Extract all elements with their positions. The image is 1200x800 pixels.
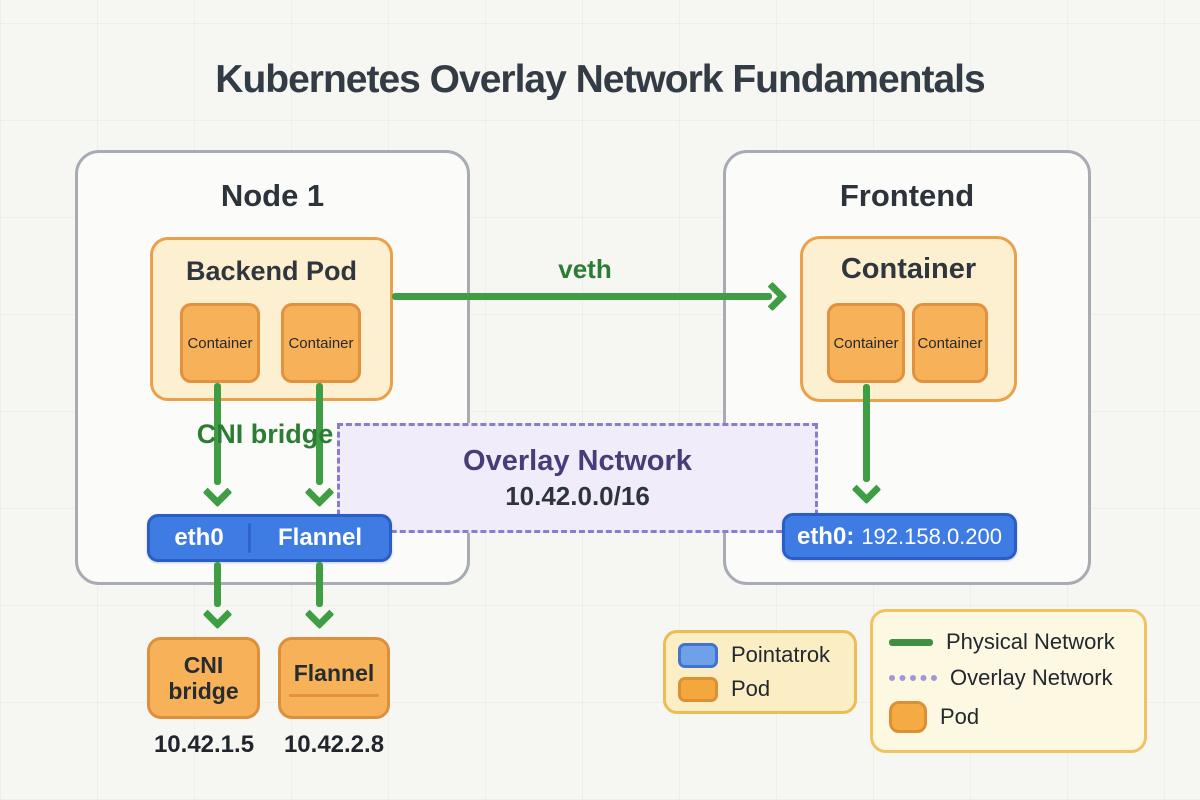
blue-swatch-icon <box>678 642 718 668</box>
cni-bridge-label: CNI bridge <box>196 419 334 449</box>
backend-container-2: Container <box>281 303 361 383</box>
host-arrowhead-2 <box>304 599 335 630</box>
backend-container-1-label: Container <box>187 334 253 352</box>
legend-pod-right-label: Pod <box>940 704 980 729</box>
frontend-arrow-line <box>863 384 870 482</box>
frontend-ip-label: 192.158.0.200 <box>861 523 1003 549</box>
cni-bridge-ip: 10.42.1.5 <box>153 731 255 758</box>
flannel-box-label: Flannel <box>293 659 375 686</box>
flannel-box-divider <box>289 693 379 697</box>
backend-pod-label: Backend Pod <box>185 256 358 286</box>
host-arrowhead-1 <box>202 599 233 630</box>
flannel-ip: 10.42.2.8 <box>283 731 385 758</box>
orange-pod-swatch-icon <box>889 701 927 733</box>
overlay-network-cidr: 10.42.0.0/16 <box>505 480 650 511</box>
flannel-interface-label: Flannel <box>277 524 362 551</box>
frontend-eth0-label: eth0: <box>796 522 855 550</box>
legend-item-pointatrok: Pointatrok <box>678 642 842 668</box>
backend-container-1: Container <box>180 303 260 383</box>
frontend-pod-label: Container <box>840 253 977 285</box>
legend-overlay-network-label: Overlay Network <box>950 665 1113 690</box>
node1-label: Node 1 <box>220 178 325 213</box>
interface-divider <box>248 523 251 553</box>
legend-physical-network-label: Physical Network <box>946 629 1115 654</box>
legend-left-box: Pointatrok Pod <box>663 630 857 714</box>
backend-container-2-label: Container <box>288 334 354 352</box>
legend-item-pod-left: Pod <box>678 676 842 702</box>
legend-item-physical-network: Physical Network <box>889 629 1128 655</box>
frontend-container-2: Container <box>912 303 988 383</box>
green-line-swatch-icon <box>889 638 933 646</box>
frontend-container-1-label: Container <box>833 334 899 352</box>
overlay-network-label: Overlay Nctwork <box>463 444 692 477</box>
legend-pod-left-label: Pod <box>731 676 771 701</box>
frontend-label: Frontend <box>839 178 975 213</box>
cni-bridge-box: CNI bridge <box>147 637 260 719</box>
host-arrow-line-2 <box>316 562 323 607</box>
legend-item-overlay-network: Overlay Network <box>889 665 1128 691</box>
legend-pointatrok-label: Pointatrok <box>731 642 831 667</box>
eth0-label: eth0 <box>174 524 224 551</box>
cni-arrow-line-1 <box>214 383 221 485</box>
host-arrow-line-1 <box>214 562 221 607</box>
dotted-line-swatch-icon <box>889 675 937 681</box>
frontend-interface-box: eth0: 192.158.0.200 <box>782 513 1017 560</box>
veth-arrow-line <box>392 293 772 300</box>
frontend-container-1: Container <box>827 303 905 383</box>
legend-item-pod-right: Pod <box>889 701 1128 733</box>
veth-label: veth <box>558 254 612 284</box>
frontend-container-2-label: Container <box>917 334 983 352</box>
flannel-box: Flannel <box>278 637 390 719</box>
cni-bridge-box-label: CNI bridge <box>168 652 239 704</box>
orange-swatch-icon <box>678 676 718 702</box>
cni-arrow-line-2 <box>316 383 323 485</box>
diagram-title: Kubernetes Overlay Network Fundamentals <box>215 58 985 101</box>
node1-interface-box: eth0 Flannel <box>147 514 392 562</box>
overlay-network-box: Overlay Nctwork 10.42.0.0/16 <box>337 423 818 533</box>
legend-right-box: Physical Network Overlay Network Pod <box>870 609 1147 753</box>
